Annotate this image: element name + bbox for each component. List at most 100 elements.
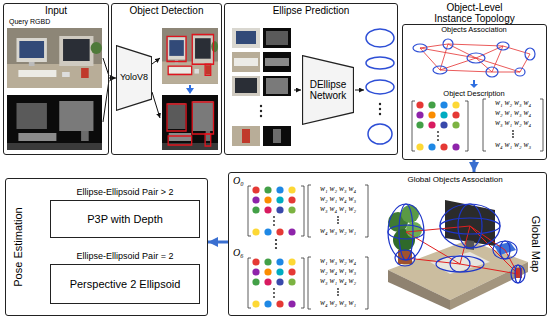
ellipse-dots [379,103,381,105]
detection-images [186,88,194,94]
weight-matrices [337,288,339,290]
object-crops [266,31,288,45]
topology-graph-objects [515,68,525,76]
topology-graph-edges [448,44,503,46]
global-map-scene [395,250,415,266]
process-box: Ellipse-Ellipsoid Pair > 2P3P with Depth [50,200,200,238]
block-label: Perspective 2 Ellipsoid [70,278,181,290]
weight-matrices [337,294,339,296]
flow-arrow [473,160,476,172]
condition-heading: Ellipse-Ellipsoid Pair = 2 [31,251,219,262]
weight-matrices [337,222,339,224]
annotation-label: Global Objects Association [407,175,502,184]
global-map-scene [388,225,424,239]
input-images [7,95,102,150]
global-map-scene [388,204,424,260]
predicted-ellipses [368,124,392,144]
weight-matrices [275,247,277,249]
detection-images [162,28,218,84]
object-crops [265,58,289,66]
weight-matrices [275,239,277,241]
flow-arrow [208,241,228,244]
weight-matrices [308,257,368,309]
topology-graph-objects [525,48,535,60]
global-map-scene [388,200,528,310]
object-crops [273,129,281,143]
panel-title: Global Map [529,216,542,272]
topology-down-arrow [470,84,478,88]
global-map-scene [460,226,470,264]
object-crops [234,58,258,66]
global-map-scene [458,204,482,248]
global-map-scene [493,241,517,259]
ellipse-panel: Ellipse PredictionDEllipse Network [224,3,398,155]
object-crops [260,115,262,117]
detection-images [167,102,213,146]
weight-matrices [275,243,277,245]
annotation-label: Query RGBD [9,18,50,26]
global-map-scene [450,256,470,272]
ellipse-dots [379,108,381,110]
trapezoid-outline [303,56,354,125]
topology-graph-objects [497,42,509,50]
weight-row: w₂ w₄ w₁ w₃ [320,267,356,276]
object-crops [263,28,291,48]
annotation-label: Object Description [443,90,504,99]
topology-graph-edges [420,44,530,72]
global-map-scene [440,218,500,234]
global-map-scene [388,204,525,283]
detection-images [162,95,218,150]
yolo-block: YoloV8 [116,45,152,111]
descriptor-grids [248,258,304,308]
object-crops [263,76,291,96]
weight-row: w₂ w₁ w₄ w₃ [320,195,356,204]
object-crops [232,52,260,72]
annotation-label: Objects Association [441,26,506,35]
object-name: O₀ [233,175,244,187]
global-map-scene [511,265,525,283]
predicted-ellipses [366,29,394,47]
topology-graph-objects [413,44,427,52]
weight-row: w₁ w₂ w₃ w₄ [495,99,531,108]
topology-graph-edges [492,72,520,73]
pose-panel: Pose Estimation Ellipse-Ellipsoid Pair > … [5,178,208,316]
weight-row: w₃ w₁ w₂ w₄ [495,119,531,128]
panel-title: Object Detection [112,5,221,17]
weight-row: w₄ w₁ w₂ w₃ [495,141,531,150]
global-map-scene [440,204,500,248]
panel-title: Input [4,5,108,17]
global-map-scene [398,250,412,264]
detection-images [162,28,218,150]
weight-row: w₃ w₄ w₁ w₂ [320,205,356,214]
block-label: P3P with Depth [87,213,163,225]
detection-images [162,28,218,84]
panel-title: Ellipse Prediction [225,5,397,17]
condition-heading: Ellipse-Ellipsoid Pair > 2 [31,187,219,198]
topology-graph-objects [413,39,535,77]
global-map-scene [445,200,495,246]
weight-matrices [512,133,514,135]
input-images [7,28,102,88]
object-crops [260,110,262,112]
ellipse-dots [379,113,381,115]
detection-images [162,95,218,150]
global-map-panel: Global Map [228,172,547,316]
weight-row: w₄ w₂ w₃ w₁ [320,299,356,308]
object-name: O₆ [233,247,244,259]
weight-row: w₁ w₃ w₂ w₄ [320,257,356,266]
weight-matrices [483,99,543,151]
weight-row: w₄ w₃ w₂ w₁ [320,227,356,236]
weight-row: w₂ w₁ w₃ w₄ [495,109,531,118]
detection-images [167,35,213,76]
block-label: DEllipse Network [305,79,351,101]
ellipse-dots [379,103,381,115]
input-panel: Input [3,3,109,155]
block-label: YoloV8 [120,73,148,83]
weight-matrices [337,291,339,293]
topology-graph-objects [467,53,485,63]
weight-row: w₁ w₂ w₃ w₄ [320,185,356,194]
object-crops [232,28,260,48]
dellipse-block: DEllipse Network [302,55,354,125]
panel-title: Pose Estimation [12,207,25,286]
